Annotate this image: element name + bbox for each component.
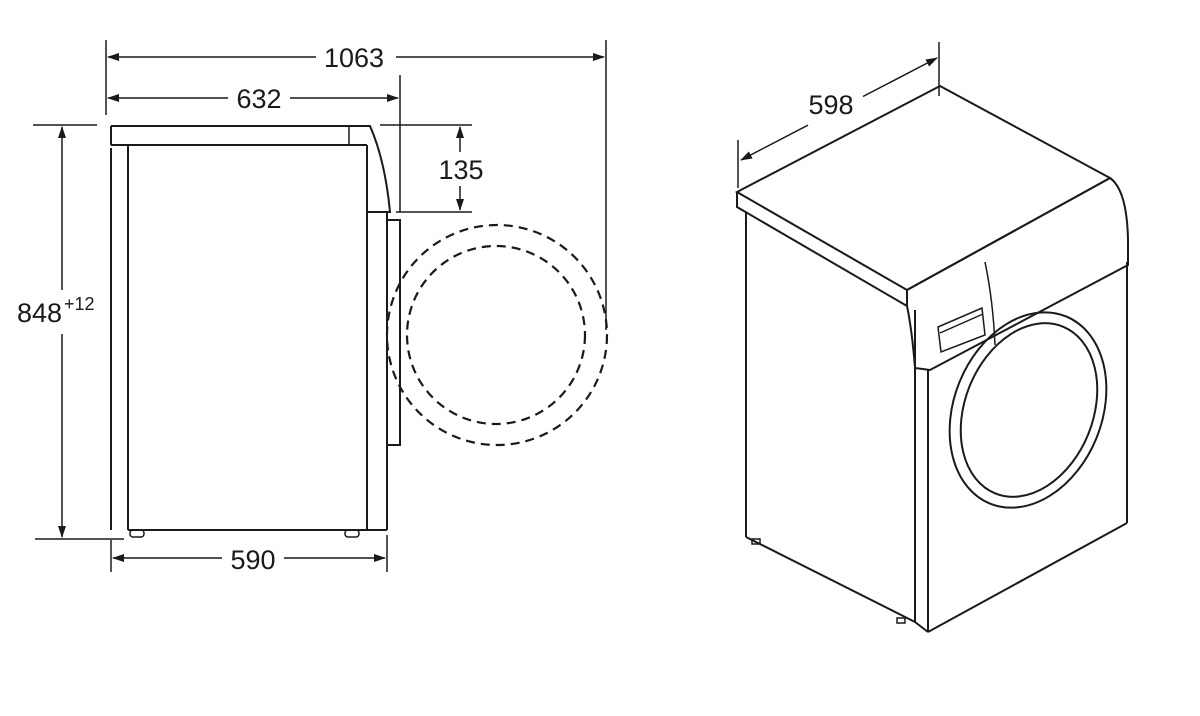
door-outer [948,311,1108,509]
foot [896,617,906,624]
dimension-label-590: 590 [230,545,275,575]
dimension-label-598: 598 [808,90,853,120]
door-swing-outer [385,223,609,447]
isometric-view: 598 [734,42,1129,633]
dimension-label-632: 632 [236,84,281,114]
foot [129,529,145,538]
dimension-label-1063: 1063 [324,43,384,73]
foot [751,538,761,545]
door-swing-inner [405,244,587,426]
dimension-label-848: 848 [17,298,62,328]
display-panel [937,306,986,354]
machine-isometric-outline [734,84,1129,633]
machine-side-outline [110,125,401,538]
door-inner [959,322,1099,498]
door-closed [386,219,401,446]
dimension-label-135: 135 [438,155,483,185]
dimension-tolerance: +12 [64,294,95,314]
foot [344,529,360,538]
side-view: 1063 632 135 848 +12 590 [14,40,609,575]
